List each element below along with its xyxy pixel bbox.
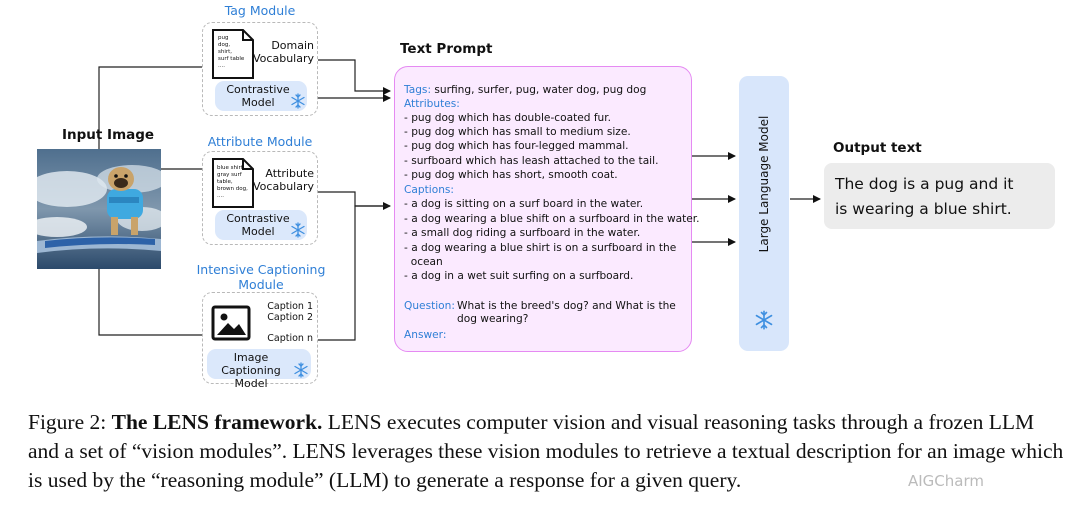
attribute-item: - surfboard which has leash attached to … — [404, 155, 659, 167]
image-icon — [211, 305, 251, 341]
question-text: What is the breed's dog? and What is the… — [457, 300, 676, 325]
image-captioning-model: Image Captioning Model — [207, 349, 311, 390]
input-image-title: Input Image — [62, 127, 155, 143]
watermark: AIGCharm — [908, 472, 984, 490]
attribute-item: - pug dog which has short, smooth coat. — [404, 169, 618, 181]
output-text-title: Output text — [833, 140, 922, 156]
caption-bold: The LENS framework. — [111, 410, 323, 434]
caption-item: - a dog is sitting on a surf board in th… — [404, 198, 644, 210]
captions-label: Captions: — [404, 184, 454, 196]
dog-surfing-photo — [37, 149, 161, 269]
question-label: Question: — [404, 300, 455, 312]
text-prompt-title: Text Prompt — [400, 41, 493, 57]
document-icon — [212, 29, 254, 79]
answer-label: Answer: — [404, 329, 447, 341]
captioning-module: Caption 1 Caption 2 Caption n Image Capt… — [202, 292, 318, 390]
caption-item: ocean — [404, 256, 443, 268]
snowflake-icon — [755, 310, 773, 330]
figure-caption: Figure 2: The LENS framework. LENS execu… — [28, 408, 1068, 495]
snowflake-icon — [291, 93, 305, 109]
attribute-module-title: Attribute Module — [207, 134, 313, 149]
snowflake-icon — [291, 222, 305, 238]
tags-line: Tags: surfing, surfer, pug, water dog, p… — [404, 84, 647, 96]
tag-module: pug dog, shirt, surf table .... Domain V… — [202, 22, 318, 116]
attributes-label: Attributes: — [404, 98, 460, 110]
output-text-box: The dog is a pug and it is wearing a blu… — [824, 163, 1055, 229]
caption-item: - a dog wearing a blue shift on a surfbo… — [404, 213, 700, 225]
caption-prefix: Figure 2: — [28, 410, 112, 434]
captioning-module-title: Intensive Captioning Module — [196, 262, 326, 292]
domain-vocabulary-label: Domain Vocabulary — [253, 39, 314, 65]
output-line: is wearing a blue shirt. — [835, 200, 1012, 218]
document-icon — [212, 158, 254, 208]
tag-module-title: Tag Module — [224, 3, 296, 18]
attribute-vocabulary-label: Attribute Vocabulary — [253, 167, 314, 193]
attribute-item: - pug dog which has four-legged mammal. — [404, 140, 629, 152]
caption-item: - a small dog riding a surfboard in the … — [404, 227, 641, 239]
snowflake-icon — [294, 362, 308, 378]
caption-item: - a dog wearing a blue shirt is on a sur… — [404, 242, 677, 254]
llm-label: Large Language Model — [757, 115, 771, 253]
tag-doc-text: pug dog, shirt, surf table .... — [218, 35, 245, 69]
attribute-contrastive-model: Contrastive Model — [215, 210, 307, 240]
caption-item: - a dog in a wet suit surfing on a surfb… — [404, 270, 634, 282]
text-prompt-box: Tags: surfing, surfer, pug, water dog, p… — [394, 66, 700, 352]
output-line: The dog is a pug and it — [835, 175, 1014, 193]
caption-text: LENS executes computer vision and visual… — [28, 410, 1064, 492]
large-language-model-block: Large Language Model — [739, 76, 789, 351]
caption-list: Caption 1 Caption 2 Caption n — [267, 301, 313, 344]
attribute-doc-text: blue shirt, gray surf table, brown dog, … — [217, 165, 248, 199]
attribute-module: blue shirt, gray surf table, brown dog, … — [202, 151, 318, 245]
tag-contrastive-model: Contrastive Model — [215, 81, 307, 111]
attribute-item: - pug dog which has double-coated fur. — [404, 112, 612, 124]
attribute-item: - pug dog which has small to medium size… — [404, 126, 631, 138]
